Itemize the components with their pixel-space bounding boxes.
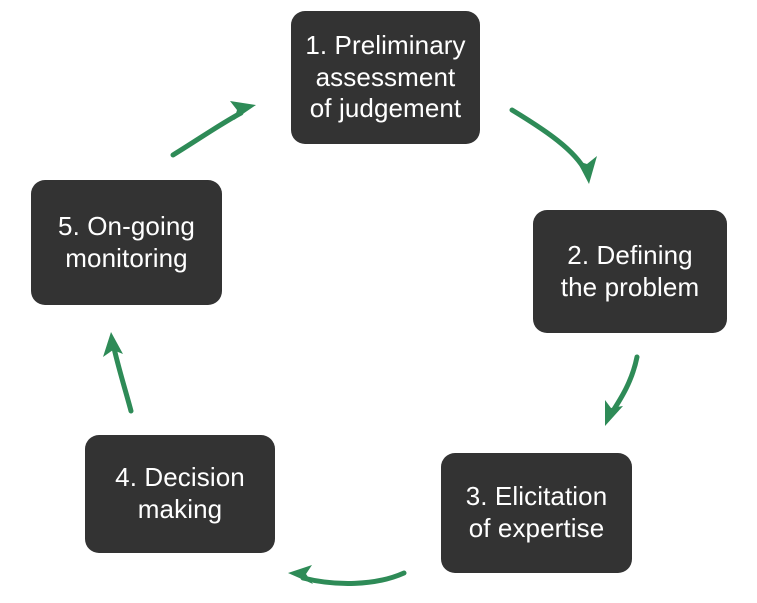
step-box-3[interactable]: 3. Elicitation of expertise	[441, 453, 632, 573]
arrow-2-to-3-icon	[605, 354, 640, 426]
step-label-5: 5. On-going monitoring	[58, 210, 195, 273]
step-label-2: 2. Defining the problem	[560, 239, 700, 302]
step-box-4[interactable]: 4. Decision making	[85, 435, 275, 553]
step-box-2[interactable]: 2. Defining the problem	[533, 210, 727, 333]
arrow-1-to-2-icon	[509, 107, 597, 184]
step-box-5[interactable]: 5. On-going monitoring	[31, 180, 222, 305]
step-label-4: 4. Decision making	[115, 462, 245, 524]
step-label-1: 1. Preliminary assessment of judgement	[305, 29, 466, 124]
step-box-1[interactable]: 1. Preliminary assessment of judgement	[291, 11, 480, 144]
arrow-4-to-5-icon	[103, 332, 134, 414]
arrow-5-to-1-icon	[170, 101, 256, 158]
step-label-3: 3. Elicitation of expertise	[465, 481, 608, 543]
arrow-3-to-4-icon	[288, 565, 407, 586]
